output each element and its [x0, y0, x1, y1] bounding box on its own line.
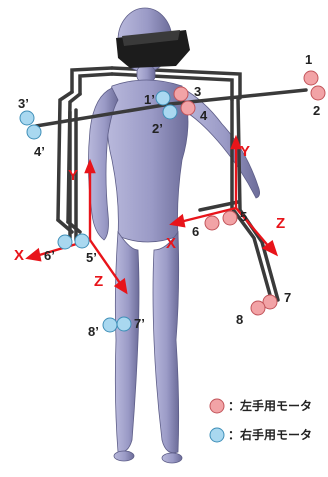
label-motor-7-prime: 7’ [134, 316, 145, 331]
axis-x-right: X [166, 235, 176, 252]
motor-3-prime [20, 111, 34, 125]
motor-1-prime [156, 91, 170, 105]
legend: ：左手用モータ ：右手用モータ [210, 398, 312, 442]
label-motor-3-prime: 3’ [18, 96, 29, 111]
label-motor-5: 5 [240, 209, 247, 224]
legend-left-label: ：左手用モータ [228, 398, 312, 413]
motor-5-prime [75, 234, 89, 248]
motor-6 [205, 216, 219, 230]
axis-z-right: Z [276, 215, 285, 232]
motor-8-prime [103, 318, 117, 332]
motor-7-prime [117, 317, 131, 331]
label-motor-1-prime: 1’ [144, 92, 155, 107]
motor-8 [251, 301, 265, 315]
label-motor-8: 8 [236, 312, 243, 327]
motor-5 [223, 211, 237, 225]
motor-2-prime [163, 105, 177, 119]
motor-6-prime [58, 235, 72, 249]
label-motor-5-prime: 5’ [86, 250, 97, 265]
motor-4 [181, 101, 195, 115]
motor-3 [174, 87, 188, 101]
label-motor-8-prime: 8’ [88, 324, 99, 339]
label-motor-1: 1 [305, 52, 312, 67]
label-motor-2-prime: 2’ [152, 121, 163, 136]
motor-4-prime [27, 125, 41, 139]
label-motor-6-prime: 6’ [44, 248, 55, 263]
motor-1 [304, 71, 318, 85]
motor-2 [311, 86, 325, 100]
label-motor-2: 2 [313, 103, 320, 118]
axis-x-left: X [14, 247, 24, 264]
label-motor-3: 3 [194, 84, 201, 99]
label-motor-7: 7 [284, 290, 291, 305]
legend-right-label: ：右手用モータ [228, 427, 312, 442]
label-motor-4: 4 [200, 108, 208, 123]
label-motor-6: 6 [192, 224, 199, 239]
label-motor-4-prime: 4’ [34, 144, 45, 159]
legend-left-swatch [210, 399, 224, 413]
head-mounted-display [116, 30, 190, 68]
legend-right-swatch [210, 428, 224, 442]
axis-y-right: Y [240, 143, 250, 160]
axis-y-left: Y [68, 167, 78, 184]
axis-z-left: Z [94, 273, 103, 290]
